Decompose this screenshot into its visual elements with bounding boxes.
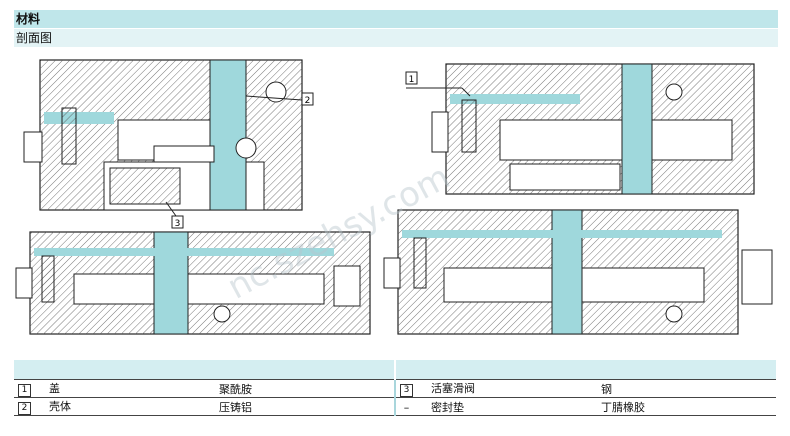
table-row: 2 壳体 压铸铝 – 密封垫 丁腈橡胶 — [14, 397, 776, 416]
part-name: 盖 — [49, 382, 60, 395]
valve-section-bottom-left — [15, 231, 371, 335]
cross-section-drawing: 2 3 1 nc.szehsy.com — [15, 59, 773, 335]
part-name: 活塞滑阀 — [430, 382, 475, 395]
part-number: – — [403, 400, 410, 414]
callout-2: 2 — [245, 92, 314, 106]
table-row: 1 盖 聚酰胺 3 活塞滑阀 钢 — [14, 379, 776, 398]
section-subtitle: 剖面图 — [14, 29, 778, 47]
part-number: 2 — [18, 402, 31, 415]
callout-1: 1 — [405, 71, 471, 97]
part-material: 钢 — [597, 379, 776, 398]
section-title: 材料 — [14, 10, 778, 28]
valve-section-top-right — [431, 63, 755, 195]
valve-section-top-left — [23, 59, 303, 211]
part-number: 1 — [18, 384, 31, 397]
callout-2-label: 2 — [305, 96, 311, 106]
part-material: 聚酰胺 — [215, 379, 396, 398]
callout-3-label: 3 — [175, 219, 181, 229]
callout-3: 3 — [165, 201, 184, 229]
part-name: 密封垫 — [430, 400, 464, 414]
part-material: 压铸铝 — [215, 397, 396, 416]
parts-table: 1 盖 聚酰胺 3 活塞滑阀 钢 2 壳体 压铸铝 – 密封垫 丁腈橡胶 — [14, 360, 776, 416]
part-name: 壳体 — [49, 400, 71, 413]
table-header-row — [14, 360, 776, 380]
part-material: 丁腈橡胶 — [597, 397, 776, 416]
callout-1-label: 1 — [409, 75, 415, 85]
valve-section-bottom-right — [383, 209, 773, 335]
part-number: 3 — [399, 384, 413, 397]
